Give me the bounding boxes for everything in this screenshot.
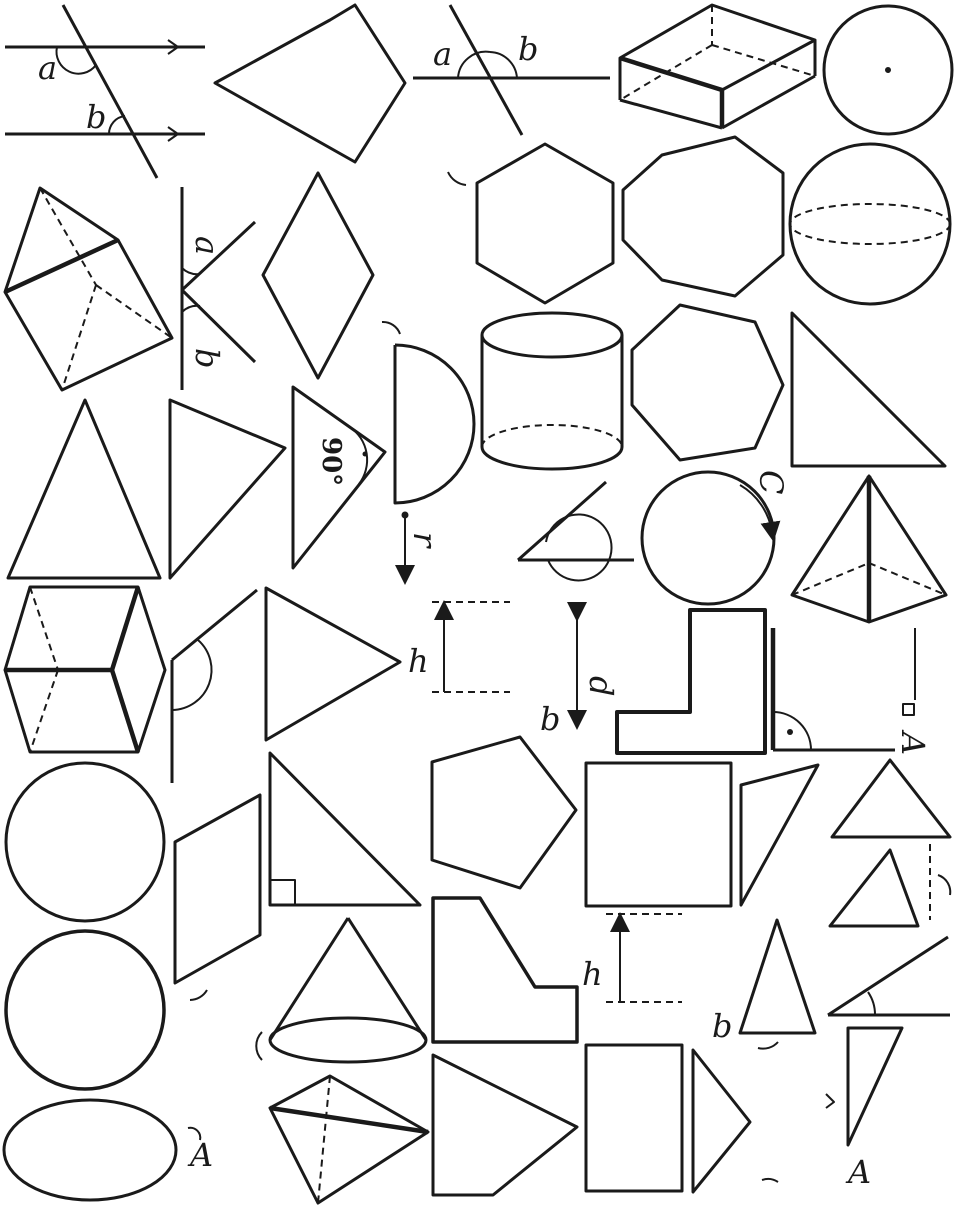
- pentagon-shape: [213, 3, 407, 164]
- angle-a-label: a: [38, 49, 57, 87]
- height-marker-icon-2: h: [582, 912, 682, 1003]
- circumference-label: C: [752, 470, 790, 494]
- obtuse-triangle-shape: [739, 763, 820, 907]
- regular-pentagon-shape: [430, 735, 578, 890]
- parallelogram-icon: [173, 793, 262, 1001]
- reflex-angle-icon: [517, 480, 634, 582]
- rhombus-shape: [261, 171, 375, 380]
- heptagon-shape: [630, 303, 785, 462]
- square-shape: [584, 761, 733, 908]
- right-triangle-shape: [790, 311, 947, 468]
- rectangle-shape: [584, 1043, 684, 1193]
- rectangular-prism-icon: [618, 3, 817, 130]
- cylinder-icon: [480, 311, 624, 471]
- narrow-triangle-icon: [691, 1048, 779, 1194]
- obtuse-angle-icon: [170, 588, 258, 783]
- area-label: A: [894, 729, 932, 755]
- circle-shape: [4, 761, 166, 923]
- area-label-3: A: [845, 1153, 871, 1191]
- step-shape: [431, 896, 579, 1044]
- truncated-triangle-shape: [431, 1053, 579, 1197]
- semicircle-icon: r: [381, 320, 476, 585]
- hexagon-icon: [447, 142, 615, 305]
- cube-icon: [3, 186, 174, 392]
- parallel-lines-transversal-icon: a b: [5, 4, 205, 179]
- angle-b-label-3: b: [188, 348, 226, 368]
- area-label-2: A: [187, 1136, 213, 1174]
- angle-a-label-2: a: [433, 35, 452, 73]
- height-label-2: h: [582, 955, 603, 993]
- angle-a-label-3: a: [188, 236, 226, 255]
- angle-b-label: b: [86, 98, 106, 136]
- base-label: b: [540, 700, 560, 738]
- right-triangle-small-icon: A: [825, 1026, 904, 1191]
- scalene-triangle-shape: [168, 398, 287, 580]
- area-marker-icon: A: [894, 628, 932, 755]
- right-angle-label: 90°: [316, 437, 346, 486]
- right-angle-triangle-icon: 90°: [291, 385, 387, 570]
- right-triangle-square-icon: [268, 751, 422, 907]
- ellipse-icon: A: [2, 1098, 213, 1202]
- supplementary-angles-icon: a b: [413, 4, 610, 136]
- isosceles-triangle-shape: [6, 398, 162, 580]
- circumference-icon: C: [640, 470, 790, 606]
- bold-circle-shape: [4, 929, 166, 1091]
- diameter-arrow-icon: d b: [540, 602, 620, 738]
- l-shape: [615, 608, 767, 755]
- octagon-shape: [621, 135, 785, 298]
- radius-label: r: [406, 532, 444, 549]
- height-marker-icon: h: [408, 600, 510, 693]
- acute-angle-icon: [827, 935, 950, 1017]
- tall-triangle-icon: b: [712, 918, 817, 1050]
- circle-center-icon: [822, 4, 954, 136]
- cone-icon: [255, 917, 428, 1064]
- diameter-label: d: [582, 676, 620, 696]
- base-label-2: b: [712, 1007, 732, 1045]
- square-pyramid-icon: [790, 474, 948, 624]
- tetrahedron-icon: [268, 1074, 430, 1205]
- sphere-icon: [788, 142, 952, 306]
- height-label: h: [408, 642, 429, 680]
- cube-isometric-icon: [3, 585, 167, 754]
- stacked-triangles-icon: [828, 758, 952, 928]
- right-angle-corner-icon: [770, 628, 895, 752]
- triangle-right-shape: [264, 586, 402, 742]
- vertical-angles-icon: a b: [180, 187, 257, 390]
- angle-b-label-2: b: [518, 30, 538, 68]
